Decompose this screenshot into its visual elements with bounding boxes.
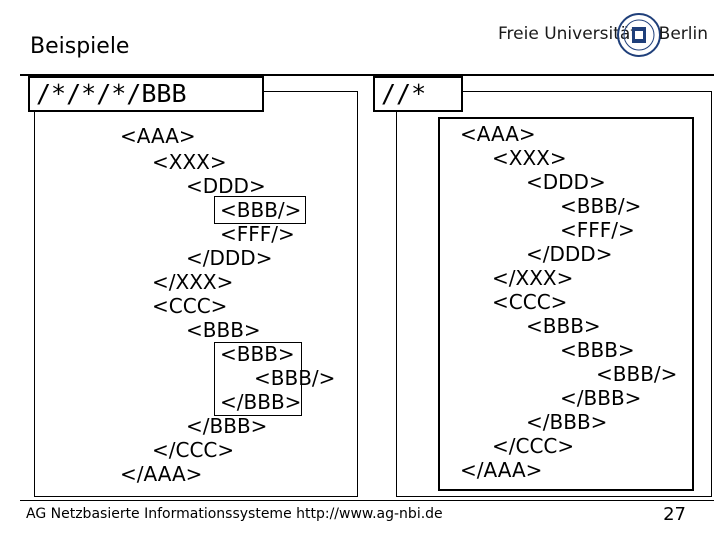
code-line: <XXX> <box>152 150 227 174</box>
code-line: <DDD> <box>526 170 606 194</box>
code-line: <FFF/> <box>560 218 635 242</box>
code-line: </CCC> <box>152 438 235 462</box>
code-line: </DDD> <box>526 242 613 266</box>
code-line: </CCC> <box>492 434 575 458</box>
footer-text: AG Netzbasierte Informationssysteme http… <box>26 506 443 522</box>
code-line: </BBB> <box>560 386 642 410</box>
logo-text-left: Freie Universität <box>498 24 637 44</box>
code-line: </XXX> <box>492 266 574 290</box>
code-line: </XXX> <box>152 270 234 294</box>
xpath-expression-left: /*/*/*/BBB <box>28 76 264 112</box>
university-seal-icon <box>617 13 661 57</box>
code-line: <FFF/> <box>220 222 295 246</box>
code-line: </AAA> <box>460 458 543 482</box>
match-highlight <box>214 342 302 416</box>
logo-text-right: Berlin <box>658 24 708 44</box>
code-line: </DDD> <box>186 246 273 270</box>
code-line: <CCC> <box>492 290 568 314</box>
footer-divider <box>20 500 714 501</box>
code-line: <BBB/> <box>596 362 678 386</box>
code-line: </BBB> <box>186 414 268 438</box>
university-logo: Freie Universität Berlin <box>498 10 708 62</box>
code-line: </BBB> <box>526 410 608 434</box>
code-line: <BBB> <box>526 314 601 338</box>
code-line: </AAA> <box>120 462 203 486</box>
page-number: 27 <box>663 504 686 525</box>
header-divider <box>20 74 714 76</box>
code-line: <AAA> <box>460 122 536 146</box>
match-highlight-all <box>438 117 694 491</box>
code-line: <BBB/> <box>560 194 642 218</box>
code-line: <BBB/> <box>254 366 336 390</box>
code-line: <BBB> <box>220 342 295 366</box>
code-line: <DDD> <box>186 174 266 198</box>
match-highlight <box>214 196 306 224</box>
example-panel-right <box>396 91 712 497</box>
code-line: <BBB/> <box>220 198 302 222</box>
slide-title: Beispiele <box>30 34 130 59</box>
code-line: <BBB> <box>186 318 261 342</box>
code-line: <BBB> <box>560 338 635 362</box>
code-line: <XXX> <box>492 146 567 170</box>
code-line: <AAA> <box>120 124 196 148</box>
code-line: <CCC> <box>152 294 228 318</box>
xpath-expression-right: //* <box>373 76 463 112</box>
code-line: </BBB> <box>220 390 302 414</box>
